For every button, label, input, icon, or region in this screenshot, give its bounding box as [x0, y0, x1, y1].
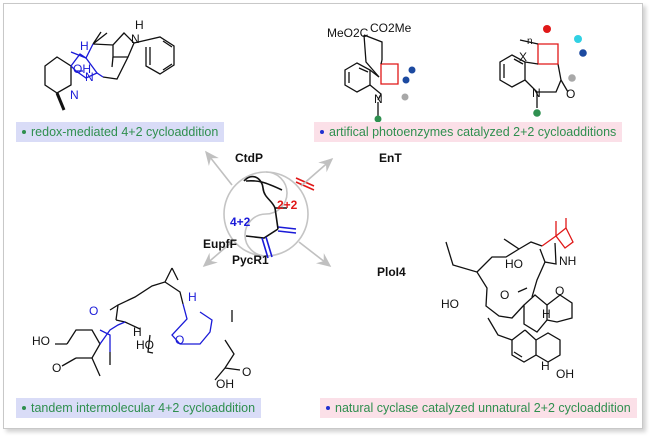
- atom-label: O: [566, 87, 575, 101]
- atom-label: HO: [505, 257, 523, 271]
- bullet-icon: [326, 405, 330, 410]
- caption-text: artifical photoenzymes catalyzed 2+2 cyc…: [329, 125, 617, 139]
- caption-text: tandem intermolecular 4+2 cycloaddition: [31, 401, 256, 415]
- yin-yang-divider: [244, 171, 288, 257]
- caption-text: redox-mediated 4+2 cycloaddition: [31, 125, 219, 139]
- substituent-ball-blue: [402, 76, 410, 84]
- enzyme-eupff: EupfF: [203, 237, 237, 251]
- atom-label: n: [527, 36, 533, 47]
- atom-label: N: [70, 88, 79, 102]
- molecule-bottom-left: [55, 267, 241, 381]
- substituent-ball-green: [533, 109, 541, 117]
- atom-label: N: [131, 32, 140, 46]
- atom-label: H: [542, 307, 551, 321]
- atom-label: O: [555, 284, 564, 298]
- tether-chain: [243, 175, 287, 209]
- bullet-icon: [22, 405, 26, 410]
- atom-label: OH: [73, 62, 91, 76]
- arrow-bottom-left: [202, 240, 234, 268]
- molecule-top-right-2: [499, 39, 569, 108]
- enzyme-ent: EnT: [379, 151, 402, 165]
- arrow-top-left: [205, 150, 233, 186]
- caption-tandem-intermolecular: tandem intermolecular 4+2 cycloaddition: [16, 398, 262, 418]
- atom-label: NH: [559, 254, 576, 268]
- caption-artificial-photoenzymes: artifical photoenzymes catalyzed 2+2 cyc…: [314, 122, 623, 142]
- center-substrate: 2+2 4+2: [223, 171, 315, 259]
- atom-label: O: [175, 333, 184, 347]
- atom-label: H: [188, 290, 197, 304]
- atom-label: N: [374, 92, 383, 106]
- atom-label: MeO2C: [327, 26, 369, 40]
- substituent-ball-blue: [579, 49, 587, 57]
- substituent-ball-grey: [401, 93, 409, 101]
- atom-label: HO: [32, 334, 50, 348]
- atom-label: H: [133, 325, 142, 339]
- label-2-2: 2+2: [277, 198, 298, 212]
- atom-label: OH: [556, 367, 574, 381]
- atom-label: H: [135, 18, 144, 32]
- atom-label: O: [500, 288, 509, 302]
- substituent-ball-cyan: [574, 35, 582, 43]
- atom-label: N: [85, 70, 94, 84]
- substituent-ball-red: [543, 25, 551, 33]
- arrow-top-right: [300, 157, 334, 187]
- molecule-top-right-1: [344, 34, 399, 116]
- label-4-2: 4+2: [230, 215, 251, 229]
- atom-label: O: [52, 361, 61, 375]
- substituent-ball-blue: [408, 66, 416, 74]
- enzyme-ctdp: CtdP: [235, 151, 263, 165]
- diene-alkene-1: [277, 226, 297, 234]
- atom-label: HO: [441, 297, 459, 311]
- caption-natural-cyclase: natural cyclase catalyzed unnatural 2+2 …: [320, 398, 637, 418]
- bullet-icon: [320, 129, 324, 134]
- atom-label: N: [532, 86, 541, 100]
- substituent-ball-grey: [568, 74, 576, 82]
- atom-label: X: [519, 50, 527, 64]
- enzyme-pycr1: PycR1: [232, 253, 269, 267]
- caption-text: natural cyclase catalyzed unnatural 2+2 …: [335, 401, 631, 415]
- caption-redox-mediated: redox-mediated 4+2 cycloaddition: [16, 122, 225, 142]
- atom-label: H: [80, 39, 89, 53]
- atom-label: HO: [136, 338, 154, 352]
- atom-label: CO2Me: [370, 21, 412, 35]
- molecule-bottom-right: [445, 238, 573, 333]
- atom-label: OH: [216, 377, 234, 391]
- molecule-top-left: [44, 31, 175, 111]
- enzyme-ploi4: PloI4: [377, 265, 406, 279]
- bullet-icon: [22, 129, 26, 134]
- atom-label: H: [541, 359, 550, 373]
- atom-label: O: [242, 365, 251, 379]
- diene-alkene-2: [261, 236, 273, 259]
- arrow-bottom-right: [298, 241, 332, 267]
- atom-label: O: [89, 304, 98, 318]
- substituent-ball-green: [374, 115, 382, 123]
